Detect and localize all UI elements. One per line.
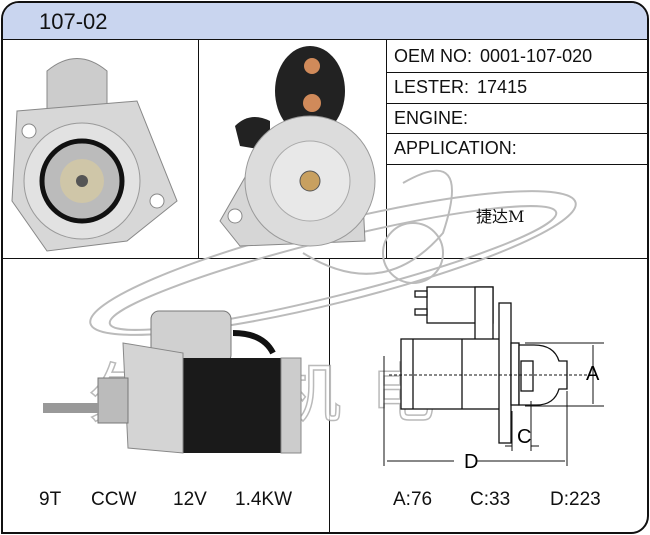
header-bar: 107-02 — [3, 3, 647, 40]
engine-row: ENGINE: — [394, 108, 484, 129]
application-label: APPLICATION: — [394, 138, 517, 158]
voltage: 12V — [173, 489, 207, 510]
starter-rear-image — [219, 46, 376, 247]
rotation: CCW — [91, 489, 137, 510]
lester-value: 17415 — [477, 77, 528, 97]
dim-a-label: A — [586, 363, 600, 385]
power: 1.4KW — [235, 489, 293, 510]
divider — [198, 39, 199, 258]
starter-side-image — [43, 310, 302, 454]
dim-c-label: C — [517, 426, 532, 448]
divider — [329, 258, 330, 532]
divider — [386, 164, 647, 165]
lester-label: LESTER: — [394, 77, 470, 97]
teeth-count: 9T — [39, 489, 62, 510]
dimension-drawing — [383, 286, 604, 466]
divider — [3, 258, 647, 259]
divider — [386, 39, 387, 258]
dimension-c-value: C:33 — [470, 489, 511, 510]
dimension-d-value: D:223 — [550, 489, 601, 510]
divider — [386, 72, 647, 73]
divider — [386, 103, 647, 104]
application-value: 捷达M — [476, 207, 525, 226]
starter-front-image — [11, 58, 178, 252]
dimension-a-value: A:76 — [393, 489, 433, 510]
oem-value: 0001-107-020 — [480, 46, 593, 66]
part-number-title: 107-02 — [39, 9, 108, 34]
divider — [386, 133, 647, 134]
oem-label: OEM NO: — [394, 46, 473, 66]
application-row: APPLICATION: — [394, 138, 525, 159]
dim-d-label: D — [464, 451, 479, 473]
oem-number-row: OEM NO: 0001-107-020 — [394, 46, 600, 67]
lester-row: LESTER: 17415 — [394, 77, 535, 98]
engine-label: ENGINE: — [394, 108, 469, 128]
